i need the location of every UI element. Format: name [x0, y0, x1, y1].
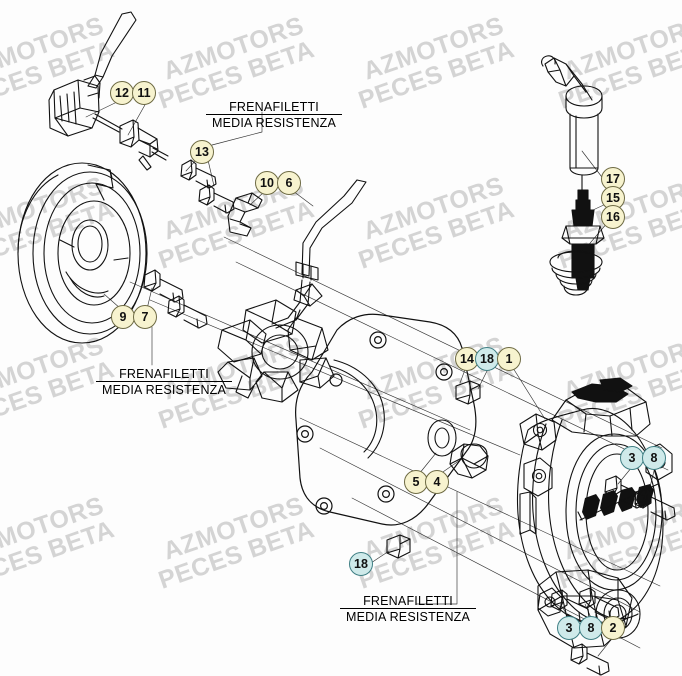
bushing-top	[455, 380, 481, 405]
note-line-1: FRENAFILETTI	[363, 594, 453, 608]
callout-11[interactable]: 11	[132, 81, 156, 105]
callout-18-top[interactable]: 18	[475, 347, 499, 371]
callout-3-right[interactable]: 3	[620, 446, 644, 470]
clutch-cover-gasket	[295, 313, 477, 526]
spark-plug-cap	[541, 55, 603, 193]
bolts-right	[604, 475, 676, 521]
callout-7[interactable]: 7	[133, 305, 157, 329]
callout-1[interactable]: 1	[497, 347, 521, 371]
callout-10[interactable]: 10	[255, 171, 279, 195]
note-line-1: FRENAFILETTI	[229, 100, 319, 114]
breather-hose	[271, 179, 367, 329]
flywheel-rotor	[17, 162, 148, 344]
callout-16[interactable]: 16	[601, 205, 625, 229]
callout-9[interactable]: 9	[111, 305, 135, 329]
ignition-clutch-cover	[516, 377, 673, 649]
callout-8-bottom[interactable]: 8	[579, 616, 603, 640]
callout-6[interactable]: 6	[277, 171, 301, 195]
flywheel-bolts	[143, 269, 208, 329]
oring-and-nut	[427, 419, 489, 479]
callout-13[interactable]: 13	[190, 140, 214, 164]
pickup-coil	[48, 11, 137, 137]
callout-18-bottom[interactable]: 18	[349, 552, 373, 576]
note-line-2: MEDIA RESISTENZA	[340, 608, 477, 625]
stator-assembly	[217, 283, 385, 459]
callout-4[interactable]: 4	[425, 470, 449, 494]
note-line-2: MEDIA RESISTENZA	[96, 381, 233, 398]
callout-3-bottom[interactable]: 3	[557, 616, 581, 640]
note-line-2: MEDIA RESISTENZA	[206, 114, 343, 131]
bolts-bottom	[550, 587, 620, 676]
bushing-bottom	[386, 534, 411, 559]
pickup-mount-hardware	[119, 119, 169, 171]
note-line-1: FRENAFILETTI	[119, 367, 209, 381]
cable-clamp	[227, 192, 263, 237]
callout-2[interactable]: 2	[601, 616, 625, 640]
plug-seal	[549, 250, 603, 296]
callout-8-right[interactable]: 8	[642, 446, 666, 470]
callout-12[interactable]: 12	[110, 81, 134, 105]
spark-plug	[561, 189, 605, 291]
bolts-13	[180, 159, 235, 214]
